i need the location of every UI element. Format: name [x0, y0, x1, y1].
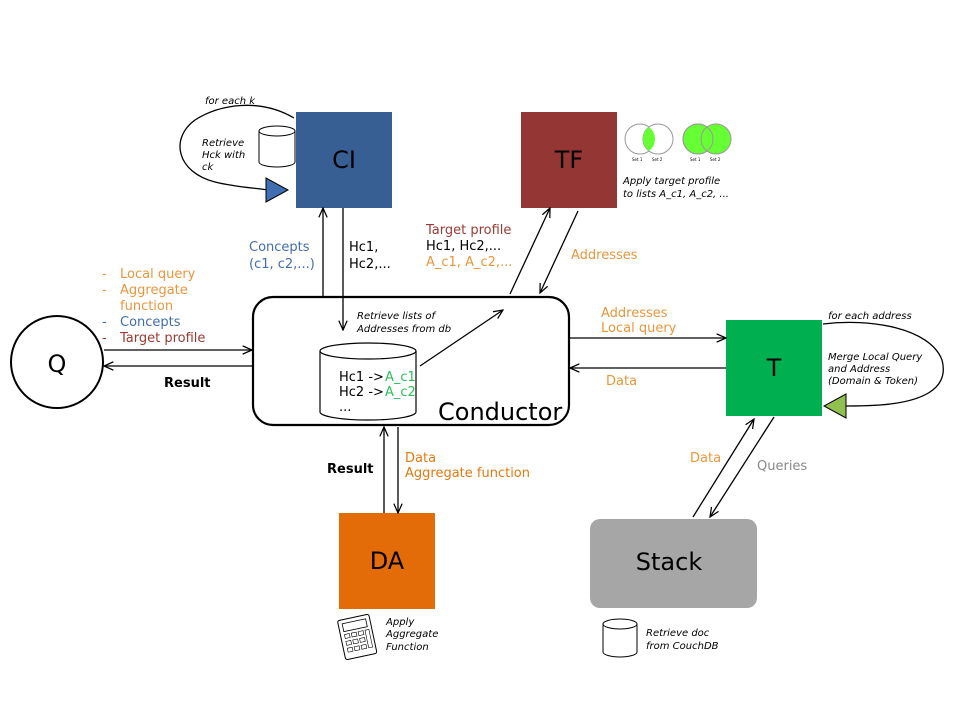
stack-box: [590, 519, 757, 608]
db-row2-right: A_c2: [385, 385, 416, 400]
conductor-retrieve-line2: Addresses from db: [356, 324, 451, 335]
db-row2-left: Hc2 ->: [339, 385, 384, 400]
ci-loop-line3: ck: [202, 162, 214, 173]
da-note-line3: Function: [386, 642, 429, 653]
stack-label: Stack: [636, 548, 703, 576]
tf-box: [521, 112, 617, 208]
ci-loop-arc: [179, 104, 295, 191]
da-note-line1: Apply: [385, 617, 415, 628]
ci-loop-title: for each k: [205, 96, 256, 107]
tf-label: TF: [554, 146, 583, 174]
venn-union-icon: Set 1 Set 2: [682, 123, 732, 162]
ci-node[interactable]: CI: [296, 112, 392, 208]
tf-target-profile: Target profile: [425, 223, 511, 238]
q-request-list: - Local query - Aggregate function - Con…: [102, 267, 205, 346]
t-loop-line3: (Domain & Token): [828, 376, 918, 387]
venn1-set2-label: Set 2: [652, 157, 663, 162]
venn2-set2-label: Set 2: [710, 157, 721, 162]
venn-intersection-icon: Set 1 Set 2: [624, 123, 674, 162]
stack-to-t-arrow: [692, 419, 754, 518]
tf-note-line1: Apply target profile: [622, 176, 720, 187]
q-item-dash-2: -: [102, 283, 107, 298]
venn2-set1-label: Set 1: [690, 157, 701, 162]
q-label: Q: [48, 350, 67, 378]
ci-db-icon: [258, 125, 296, 168]
stack-queries: Queries: [757, 459, 807, 474]
couchdb-db-icon: [602, 618, 638, 658]
ci-box: [296, 112, 392, 208]
da-aggregate: Aggregate function: [405, 466, 530, 481]
q-node[interactable]: Q: [10, 315, 104, 409]
tf-addresses: Addresses: [571, 248, 638, 263]
conductor-db-icon: [319, 342, 417, 421]
ci-loop-line1: Retrieve: [202, 138, 244, 149]
conductor-retrieve-line1: Retrieve lists of: [357, 311, 437, 322]
t-box: [726, 320, 822, 416]
t-label: T: [766, 354, 782, 382]
da-box: [339, 513, 435, 609]
da-data: Data: [405, 451, 436, 466]
ci-hc-line2: Hc2,...: [349, 257, 391, 272]
q-item-dash-1: -: [102, 267, 107, 282]
db-row3: ...: [339, 400, 351, 415]
db-row1-right: A_c1: [385, 370, 416, 385]
t-loop-arc: [822, 321, 944, 407]
tf-node[interactable]: TF: [521, 112, 617, 208]
da-note-line2: Aggregate: [385, 629, 438, 640]
stack-note-line2: from CouchDB: [646, 641, 719, 652]
t-loop-line2: and Address: [828, 364, 890, 375]
stack-node[interactable]: Stack: [590, 519, 757, 608]
venn1-set1-label: Set 1: [632, 157, 643, 162]
t-local-query: Local query: [601, 321, 677, 336]
stack-data: Data: [690, 451, 721, 466]
db-to-tf-inner-arrow: [419, 310, 503, 367]
conductor-to-tf-arrow: [509, 208, 550, 295]
ci-label: CI: [332, 146, 356, 174]
da-node[interactable]: DA: [339, 513, 435, 609]
q-item-dash-3: -: [102, 315, 107, 330]
conductor-label: Conductor: [438, 398, 562, 426]
q-item-concepts: Concepts: [120, 315, 181, 330]
q-item-local-query: Local query: [120, 267, 196, 282]
q-item-dash-4: -: [102, 331, 107, 346]
ci-concepts-title: Concepts: [249, 240, 310, 255]
t-to-stack-arrow: [710, 416, 775, 517]
ci-loop-line2: Hck with: [202, 150, 245, 161]
ci-hc-line1: Hc1,: [349, 240, 378, 255]
q-result-label: Result: [164, 376, 211, 391]
t-loop-arrowhead: [822, 393, 847, 419]
t-data: Data: [606, 374, 637, 389]
calculator-icon: [337, 613, 378, 660]
tf-hc: Hc1, Hc2,...: [426, 239, 501, 254]
tf-ac: A_c1, A_c2,...: [426, 255, 512, 270]
q-item-function: function: [120, 299, 173, 314]
t-node[interactable]: T: [726, 320, 822, 416]
ci-loop-arrowhead: [265, 177, 290, 203]
tf-note-line2: to lists A_c1, A_c2, ...: [623, 189, 729, 200]
t-addresses: Addresses: [601, 306, 668, 321]
tf-to-conductor-arrow: [540, 210, 579, 293]
q-item-aggregate: Aggregate: [120, 283, 188, 298]
da-label: DA: [370, 547, 405, 575]
stack-note-line1: Retrieve doc: [646, 628, 710, 639]
ci-concepts-values: (c1, c2,...): [249, 257, 315, 272]
db-row1-left: Hc1 ->: [339, 370, 384, 385]
t-loop-title: for each address: [828, 311, 912, 322]
da-result: Result: [327, 462, 374, 477]
q-item-target-profile: Target profile: [119, 331, 205, 346]
t-loop-line1: Merge Local Query: [828, 352, 923, 363]
